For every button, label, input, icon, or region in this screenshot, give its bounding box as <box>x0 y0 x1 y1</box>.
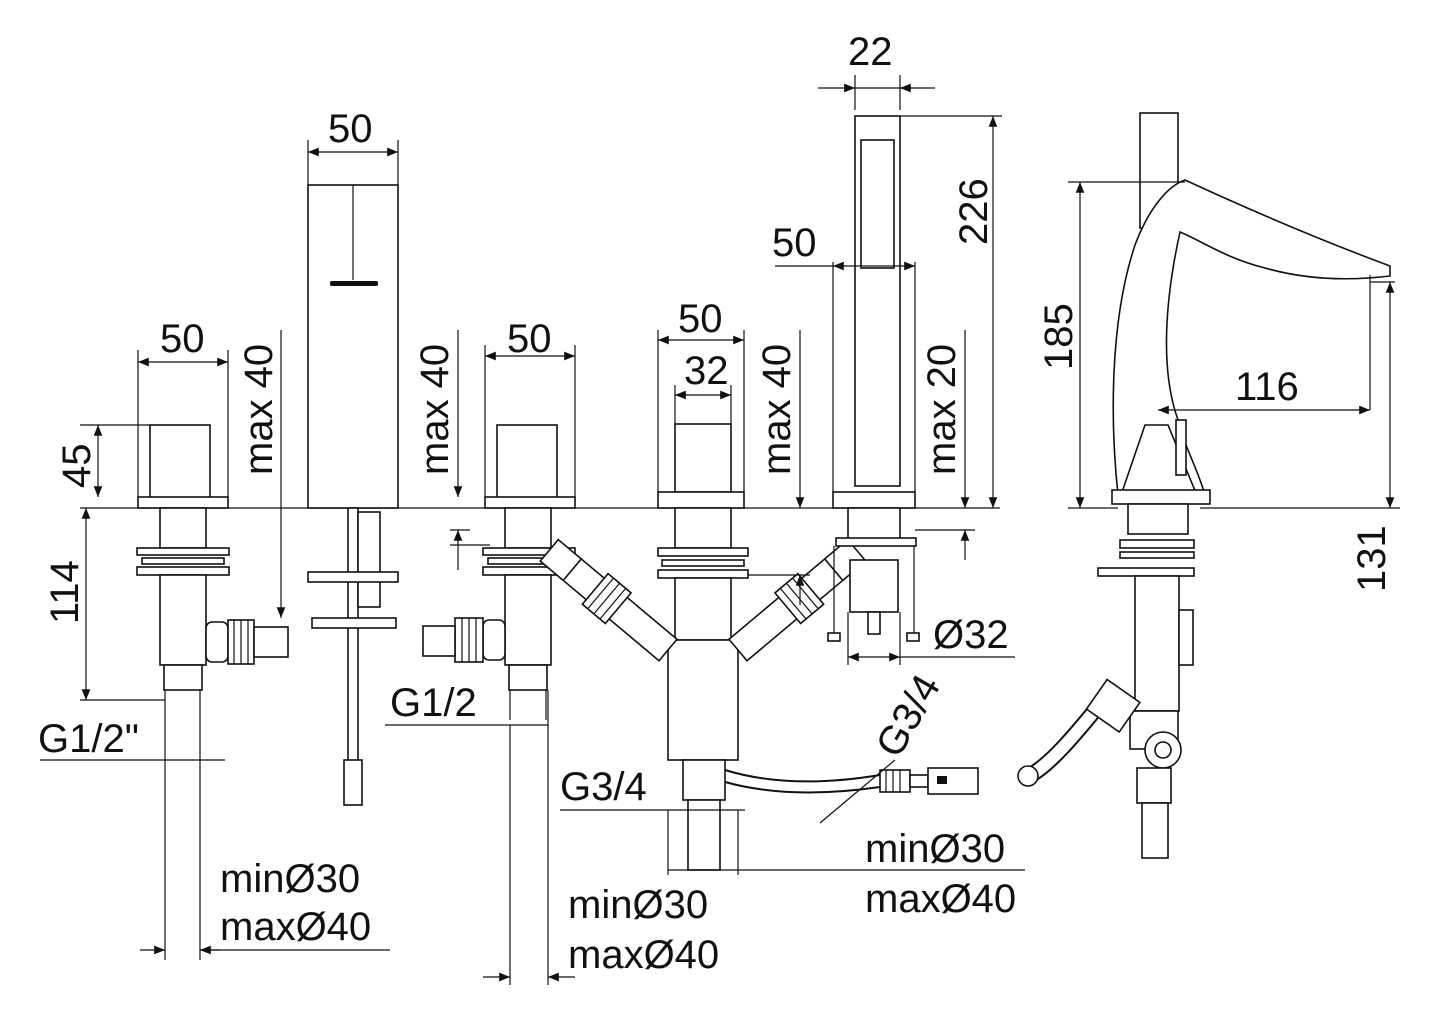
thread-g34-right: G3/4 <box>868 667 949 764</box>
dimension-lines <box>40 75 1400 985</box>
dim-185: 185 <box>1037 303 1081 370</box>
dim-114: 114 <box>43 560 87 624</box>
hole-right-max: maxØ40 <box>865 877 1016 921</box>
spout-side-view <box>1017 112 1391 859</box>
dim-226: 226 <box>952 178 996 245</box>
dim-116: 116 <box>1235 365 1299 409</box>
hole-mid-min: minØ30 <box>568 883 708 927</box>
thread-g34-left: G3/4 <box>560 765 647 809</box>
hole-right-min: minØ30 <box>865 827 1005 871</box>
dim-left-50: 50 <box>160 317 205 361</box>
dim-45: 45 <box>55 444 99 489</box>
dim-22: 22 <box>848 30 893 74</box>
hole-mid-max: maxØ40 <box>568 933 719 977</box>
spout-body <box>307 184 399 806</box>
dim-mid-50: 50 <box>507 317 552 361</box>
dim-right-50: 50 <box>678 297 723 341</box>
dim-max40-b: max 40 <box>413 344 457 475</box>
dim-max40-c: max 40 <box>755 344 799 475</box>
hole-left-max: maxØ40 <box>220 905 371 949</box>
left-valve <box>136 424 289 760</box>
dim-spout-50: 50 <box>328 107 373 151</box>
dim-handshower-50: 50 <box>772 221 817 265</box>
dim-max40-a: max 40 <box>237 344 281 475</box>
dim-max20: max 20 <box>920 344 964 475</box>
handshower <box>827 115 920 642</box>
hole-left-min: minØ30 <box>220 857 360 901</box>
dim-32: 32 <box>684 349 729 393</box>
thread-g12: G1/2 <box>390 681 477 725</box>
thread-g12-inch: G1/2" <box>38 717 139 761</box>
middle-valve <box>422 424 576 720</box>
dim-dia32: Ø32 <box>933 613 1009 657</box>
dim-131: 131 <box>1350 525 1394 592</box>
